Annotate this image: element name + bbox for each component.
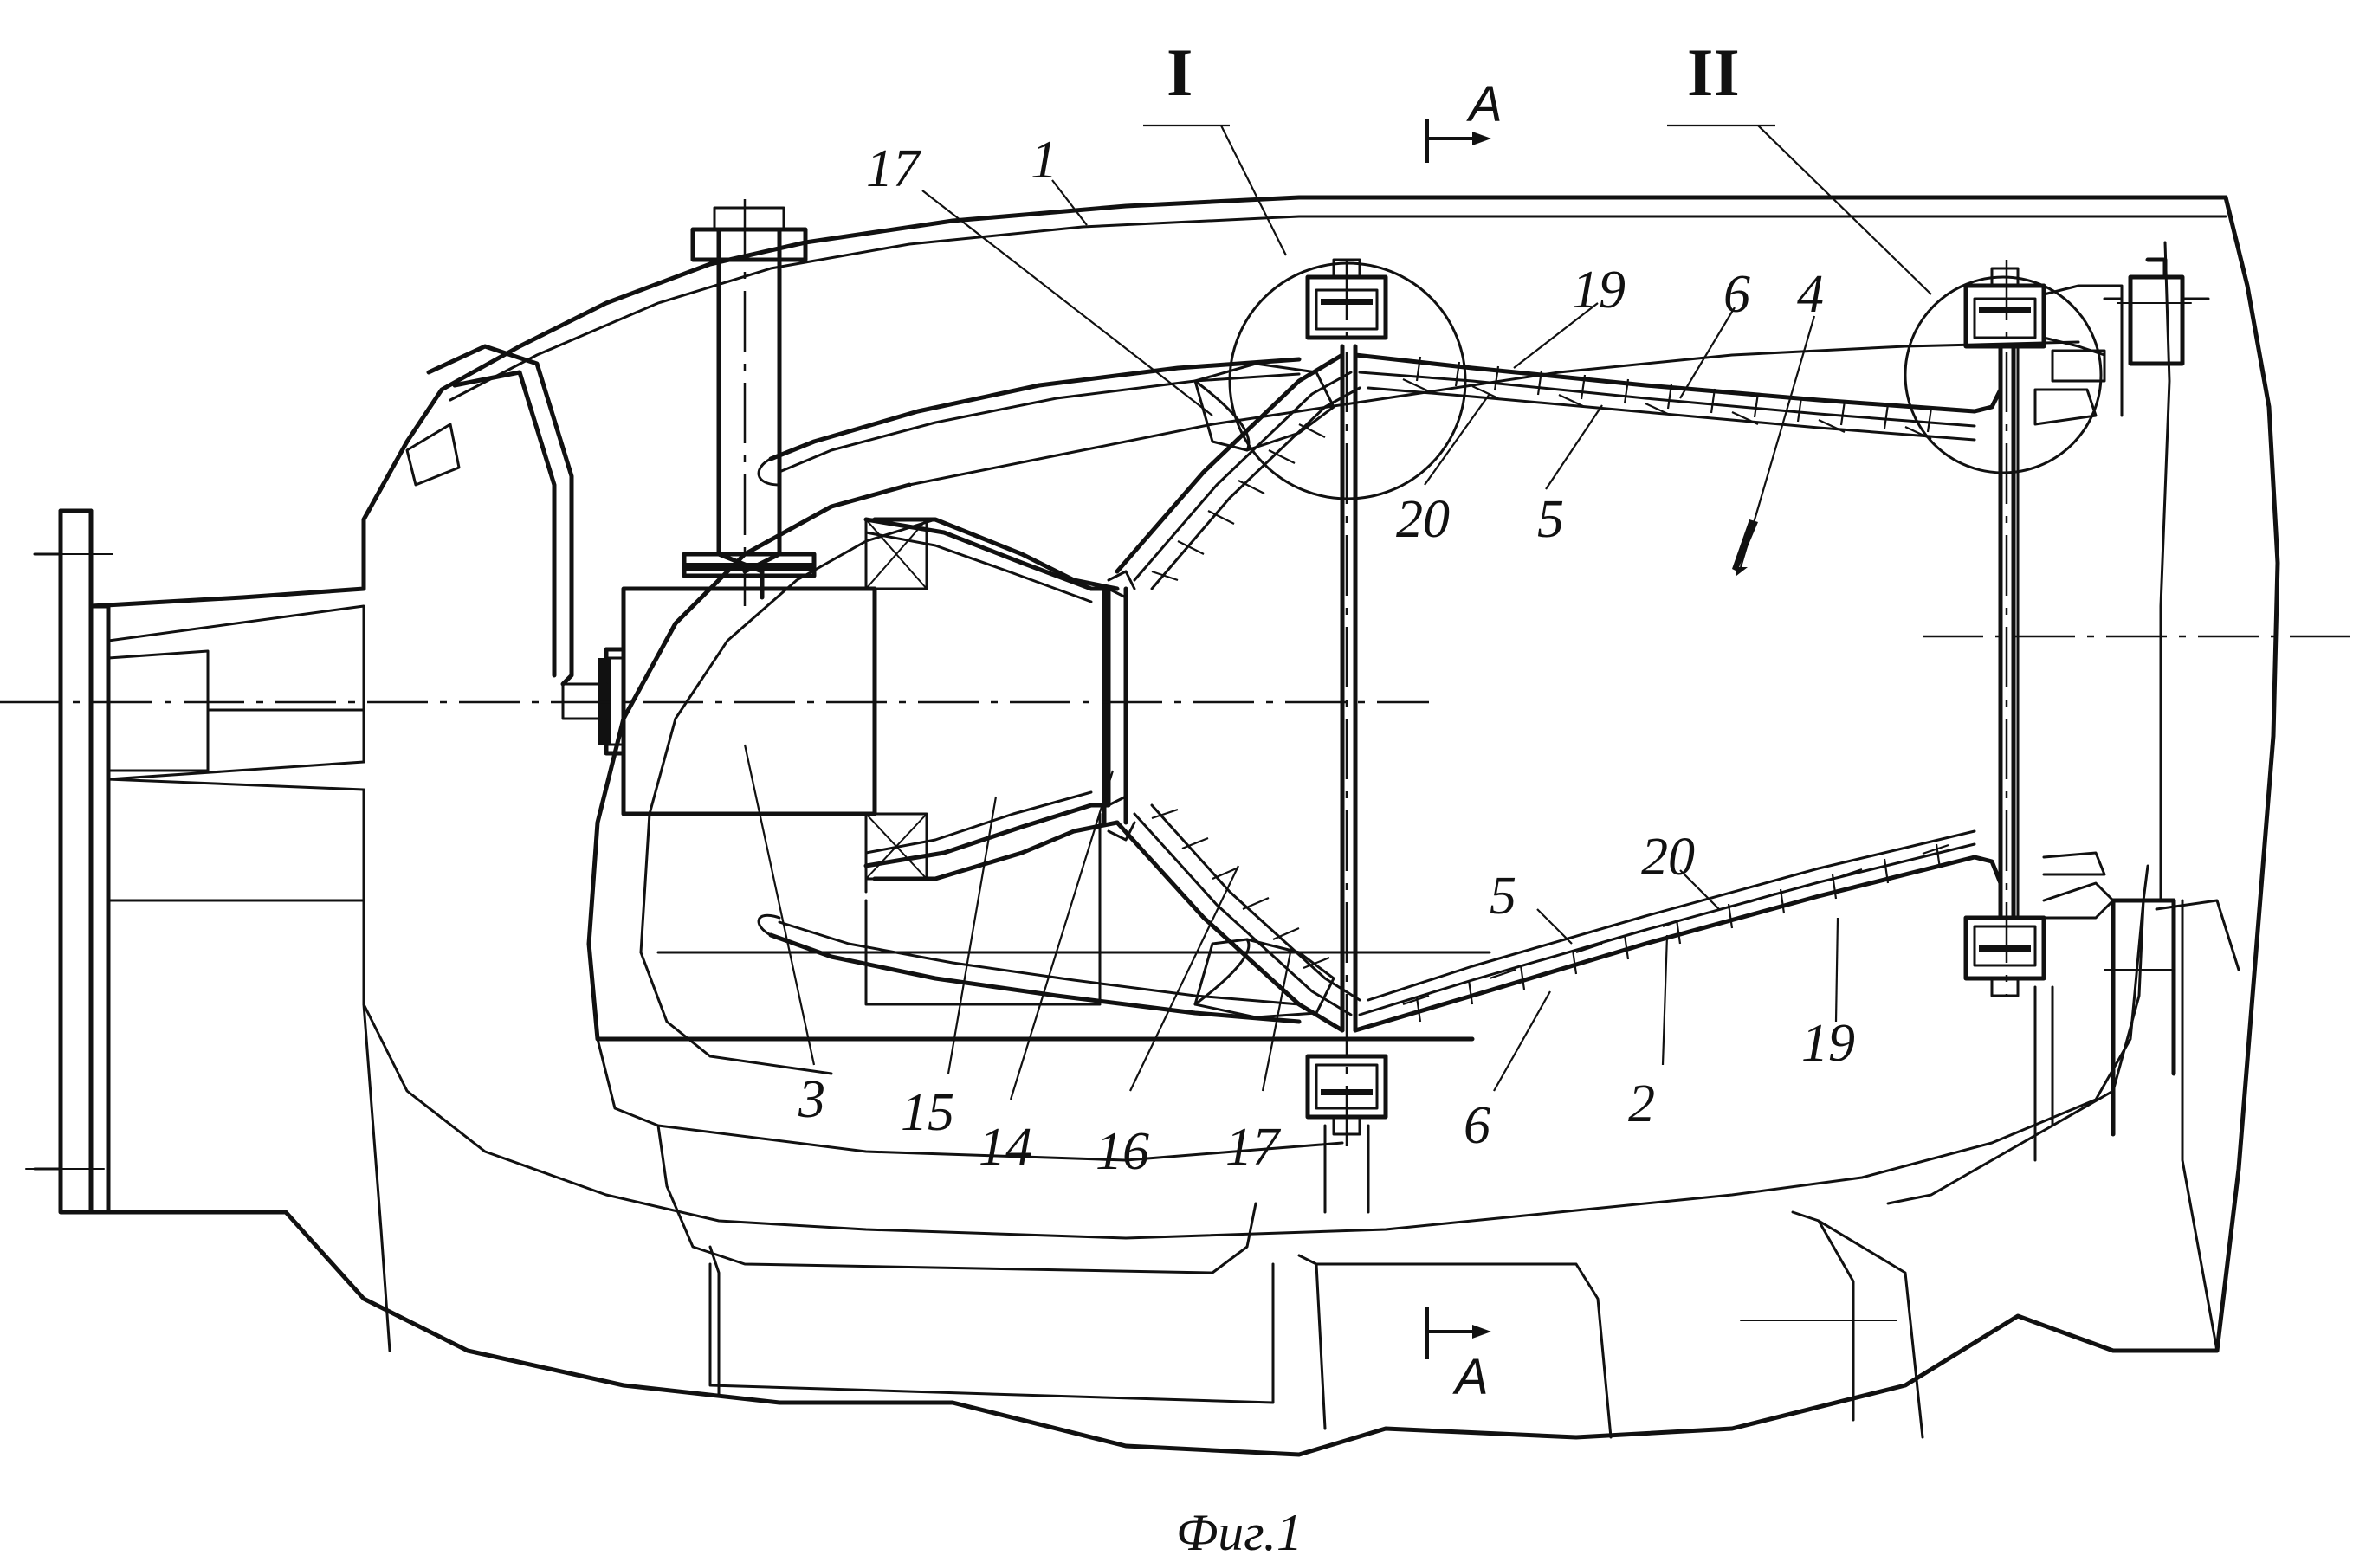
label-6-bottom: 6 — [1464, 1096, 1490, 1155]
label-14: 14 — [979, 1118, 1032, 1177]
detail-circles — [1230, 263, 2101, 499]
label-5-bottom: 5 — [1490, 867, 1516, 926]
section-bottom-arrowhead — [1472, 1325, 1491, 1339]
label-3: 3 — [798, 1070, 825, 1129]
label-6-top: 6 — [1723, 265, 1750, 324]
label-17-top: 17 — [866, 139, 922, 198]
flange-bolts — [1308, 260, 2208, 1212]
section-markers: A A — [1427, 76, 1503, 1405]
detail-circle-II — [1905, 277, 2101, 473]
label-16: 16 — [1096, 1122, 1149, 1181]
label-15: 15 — [901, 1083, 954, 1142]
inner-liner — [589, 342, 2078, 1160]
label-4: 4 — [1797, 265, 1824, 324]
detail-labels: I II — [1143, 35, 1931, 294]
detail-label-II: II — [1687, 35, 1740, 110]
label-19-top: 19 — [1572, 261, 1626, 319]
label-2: 2 — [1628, 1074, 1655, 1133]
label-17-bottom: 17 — [1225, 1118, 1282, 1177]
label-20-top: 20 — [1396, 490, 1450, 549]
figure-caption: Фиг.1 — [1176, 1504, 1303, 1561]
section-bottom-label: A — [1452, 1349, 1489, 1405]
section-top-arrowhead — [1472, 132, 1491, 145]
label-5-top: 5 — [1537, 490, 1564, 549]
label-19-bottom: 19 — [1801, 1014, 1855, 1073]
label-20-bottom: 20 — [1641, 828, 1695, 887]
section-top-label: A — [1466, 76, 1503, 132]
label-1: 1 — [1031, 131, 1057, 190]
fuel-nozzle-assembly — [407, 208, 1134, 1004]
detail-label-I: I — [1167, 35, 1193, 110]
